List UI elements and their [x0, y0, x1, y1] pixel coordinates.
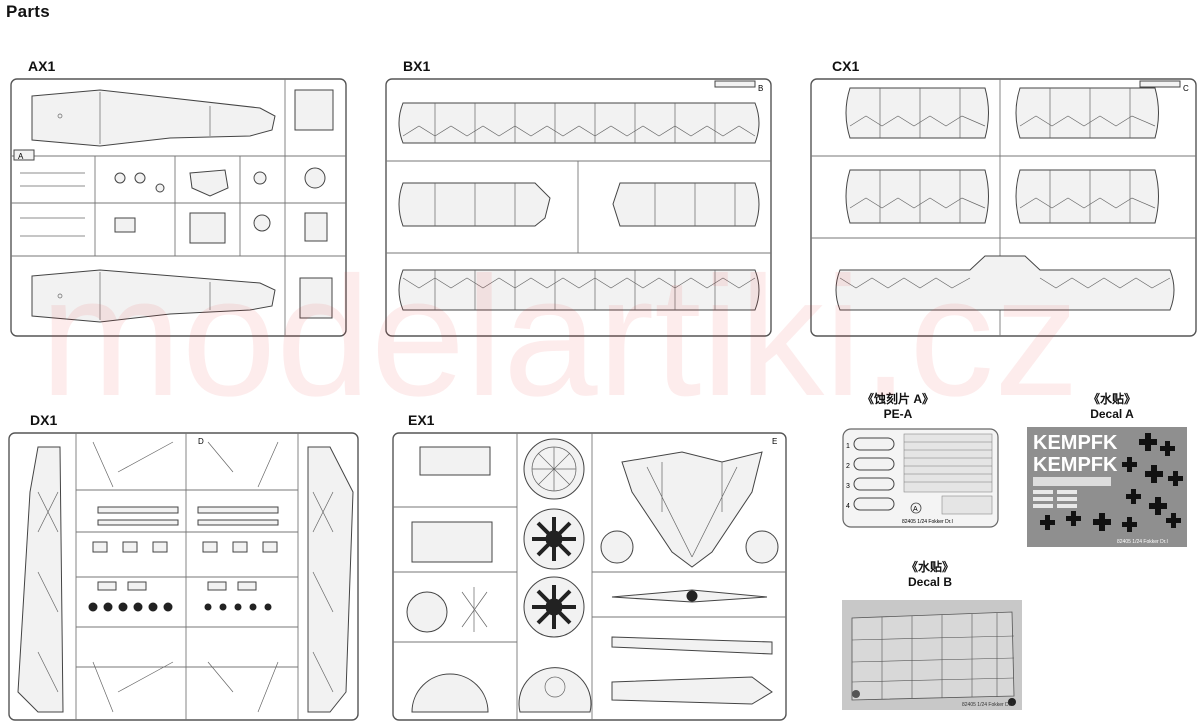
- decal-b-code: 82405 1/24 Fokker Dr.I: [962, 702, 1013, 708]
- decal-a-caption-cn: 《水贴》: [1087, 392, 1136, 406]
- pe-caption: 《蚀刻片 A》 PE-A: [838, 392, 958, 422]
- part-disc: [406, 591, 448, 633]
- sprue-label-cx1: CX1: [832, 58, 860, 74]
- wing-middle-right: [612, 182, 760, 227]
- part-cowl-front: [518, 667, 592, 713]
- wing-c-upper-right: [1015, 87, 1159, 139]
- fuselage-half-upper: [31, 89, 276, 147]
- pe-caption-cn: 《蚀刻片 A》: [861, 392, 934, 406]
- small-parts-ax1: [20, 89, 334, 319]
- decal-b-caption: 《水贴》 Decal B: [870, 560, 990, 590]
- sprue-tag-d: D: [198, 437, 204, 446]
- wheel-left: [600, 530, 634, 564]
- small-parts-dx1: [88, 441, 279, 713]
- strut-frame-right: [307, 446, 354, 713]
- sprue-label-dx1: DX1: [30, 412, 58, 428]
- sprue-cx1: C: [810, 78, 1197, 337]
- pe-number-4: 4: [846, 503, 850, 510]
- decal-sheet-a: KEMPF K KEMPF K 82405 1/24 Fokker Dr.I: [1027, 427, 1187, 547]
- wing-c-lower: [835, 255, 1175, 311]
- sprue-tag-c: C: [1183, 84, 1189, 93]
- pe-number-3: 3: [846, 483, 850, 490]
- sprue-label-bx1: BX1: [403, 58, 431, 74]
- wing-c-upper-left: [845, 87, 989, 139]
- engine-top: [523, 438, 585, 500]
- sprue-ax1: A: [10, 78, 347, 337]
- decal-sheet-b: 82405 1/24 Fokker Dr.I: [842, 600, 1022, 710]
- pe-number-2: 2: [846, 463, 850, 470]
- decal-a-text-2-suffix: K: [1103, 454, 1118, 476]
- sprue-ex1: E: [392, 432, 787, 721]
- sprue-tag-a: A: [18, 152, 24, 161]
- decal-b-caption-cn: 《水贴》: [905, 560, 954, 574]
- sprue-dx1: D: [8, 432, 359, 721]
- engine-bottom: [523, 576, 585, 638]
- sprue-label-ax1: AX1: [28, 58, 56, 74]
- sprue-label-ex1: EX1: [408, 412, 435, 428]
- wing-c-mid-right: [1015, 169, 1159, 224]
- tail-plane: [621, 451, 763, 568]
- part-cowl: [411, 673, 489, 713]
- pe-code: 82405 1/24 Fokker Dr.I: [902, 519, 953, 525]
- axle-part: [611, 636, 773, 655]
- wing-c-mid-left: [845, 169, 989, 224]
- fuselage-half-lower: [31, 269, 276, 323]
- sprue-tag-b: B: [758, 84, 763, 93]
- pe-marker: A: [913, 506, 918, 513]
- engine-middle: [523, 508, 585, 570]
- wing-lower: [398, 269, 760, 311]
- decal-a-caption-en: Decal A: [1090, 407, 1134, 421]
- part-box-upper: [419, 446, 491, 476]
- strut-frame-left: [17, 446, 64, 713]
- sprue-bx1: B: [385, 78, 772, 337]
- page-title: Parts: [6, 2, 51, 21]
- wing-middle-left: [398, 182, 551, 227]
- pe-number-1: 1: [846, 443, 850, 450]
- wheel-right: [745, 530, 779, 564]
- part-box-middle: [411, 521, 493, 563]
- decal-a-caption: 《水贴》 Decal A: [1052, 392, 1172, 422]
- decal-b-caption-en: Decal B: [907, 575, 953, 589]
- sprue-tag-e: E: [772, 437, 777, 446]
- decal-a-text-1: KEMPF: [1033, 432, 1103, 454]
- tail-part: [611, 676, 773, 705]
- pe-caption-en: PE-A: [883, 407, 913, 421]
- decal-a-text-1-suffix: K: [1103, 432, 1118, 454]
- decal-a-text-2: KEMPF: [1033, 454, 1103, 476]
- photo-etch-sheet: 1 2 3 4 A 82405 1/24 Fokker Dr.I: [842, 428, 999, 528]
- wing-upper-top: [398, 102, 760, 144]
- decal-a-code: 82405 1/24 Fokker Dr.I: [1117, 539, 1168, 545]
